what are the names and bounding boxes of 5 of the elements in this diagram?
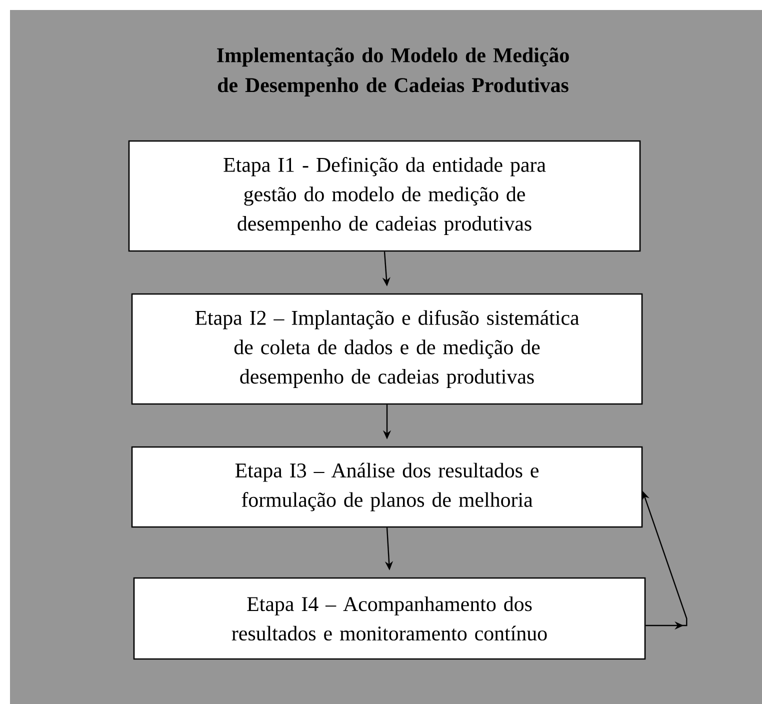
process-box: Etapa I2 – Implantação e difusão sistemática de coleta de dados e de medição de desempenho de cadeias produtivas	[131, 293, 643, 405]
process-box: Etapa I1 - Definição da entidade para gestão do modelo de medição de desempenho de cadeias produtivas	[128, 140, 641, 252]
process-box: Etapa I4 – Acompanhamento dos resultados e monitoramento contínuo	[133, 577, 646, 660]
process-box: Etapa I3 – Análise dos resultados e formulação de planos de melhoria	[131, 446, 643, 528]
title: Implementação do Modelo de Medição de Desempenho de Cadeias Produtivas	[217, 48, 569, 96]
